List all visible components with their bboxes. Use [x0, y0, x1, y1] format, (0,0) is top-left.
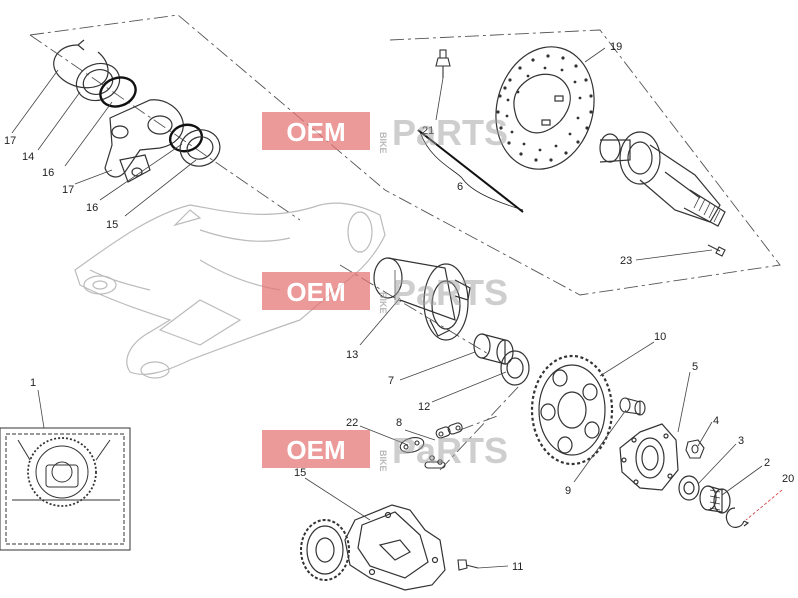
svg-text:PaRTS: PaRTS — [392, 112, 508, 153]
callout-6: 6 — [457, 181, 463, 193]
sprocket-flange-5 — [619, 423, 679, 491]
svg-text:BIKE: BIKE — [378, 132, 388, 154]
svg-text:OEM: OEM — [286, 277, 345, 307]
callout-7: 7 — [388, 375, 394, 387]
callout-3: 3 — [738, 435, 744, 447]
ring-15-top — [75, 62, 121, 102]
circlip-18 — [53, 39, 109, 89]
oring-16-top — [99, 76, 137, 108]
callout-20: 20 — [782, 473, 794, 485]
nut-4 — [685, 439, 705, 459]
callout-21: 21 — [422, 125, 434, 137]
svg-text:PaRTS: PaRTS — [392, 430, 508, 471]
callout-11: 11 — [512, 561, 523, 573]
leader-lines — [11, 47, 783, 569]
callout-1: 1 — [30, 377, 36, 389]
callout-13: 13 — [346, 349, 358, 361]
brake-disc-19 — [495, 46, 595, 170]
disc-holes — [496, 54, 593, 162]
rear-sprocket-10 — [530, 354, 614, 466]
caliper-bracket-17 — [104, 99, 184, 183]
spacer-12 — [500, 350, 530, 386]
watermark-logo-1: OEM BIKE PaRTS — [262, 112, 508, 154]
circlip-20 — [725, 507, 750, 528]
inset-overview-1 — [0, 427, 131, 551]
svg-text:BIKE: BIKE — [378, 450, 388, 472]
sprocket-cover — [344, 504, 446, 591]
callout-10: 10 — [654, 331, 666, 343]
callout-15-lower: 15 — [106, 219, 118, 231]
callout-2: 2 — [764, 457, 770, 469]
callout-8: 8 — [396, 417, 402, 429]
callout-5: 5 — [692, 361, 698, 373]
chain-link-8 — [424, 422, 463, 469]
front-sprocket-14 — [300, 519, 350, 581]
screw-22 — [707, 244, 726, 257]
callout-16-top: 16 — [42, 167, 54, 179]
svg-text:BIKE: BIKE — [378, 292, 388, 314]
callout-19: 19 — [610, 41, 622, 53]
callout-15-top: 14 — [22, 151, 34, 163]
watermark-logo-3: OEM BIKE PaRTS — [262, 430, 508, 472]
callout-4: 4 — [713, 415, 719, 427]
callout-23: 22 — [346, 417, 358, 429]
watermark-logo-2: OEM BIKE PaRTS — [262, 272, 508, 314]
callout-17: 17 — [62, 184, 74, 196]
callout-14: 15 — [294, 467, 306, 479]
svg-text:OEM: OEM — [286, 435, 345, 465]
chain-joint-23 — [399, 437, 425, 453]
bearing-7 — [473, 333, 514, 365]
bolt-21 — [435, 49, 451, 78]
washer-3 — [678, 475, 700, 501]
svg-text:OEM: OEM — [286, 117, 345, 147]
oring-16-lower — [168, 123, 204, 153]
callout-9: 9 — [565, 485, 571, 497]
bearing-2 — [699, 485, 731, 514]
screw-11 — [457, 559, 479, 571]
eccentric-hub-13 — [373, 257, 471, 341]
assembly-boundary-lines — [29, 14, 781, 471]
callout-22: 23 — [620, 255, 632, 267]
svg-text:PaRTS: PaRTS — [392, 272, 508, 313]
callout-labels: 17 14 16 17 16 15 19 21 6 23 13 7 12 8 2… — [4, 41, 794, 573]
wheel-axle-shaft — [599, 131, 726, 227]
callout-16-lower: 16 — [86, 202, 98, 214]
ring-15-lower — [179, 129, 221, 167]
callout-18: 17 — [4, 135, 16, 147]
callout-12: 12 — [418, 401, 430, 413]
axle-splines — [693, 195, 721, 223]
